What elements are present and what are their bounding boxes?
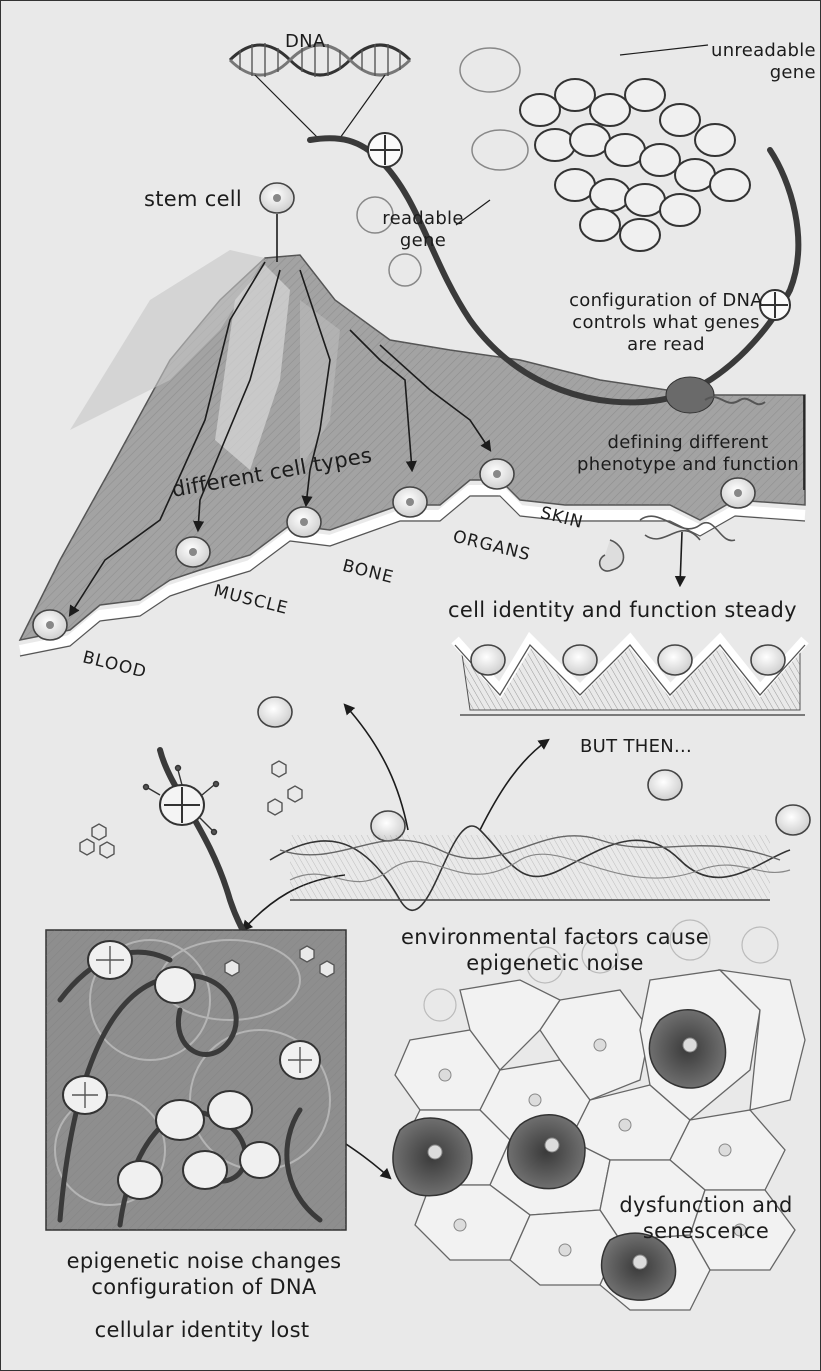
noise-changes-label: epigenetic noise changes configuration o… — [67, 1248, 342, 1300]
config-controls-label: configuration of DNA controls what genes… — [569, 290, 763, 356]
dysfunction-label: dysfunction and senescence — [619, 1192, 792, 1244]
steady-zigzag — [455, 640, 805, 715]
unreadable-gene-label: unreadable gene — [711, 40, 816, 84]
dna-helix — [230, 43, 410, 138]
defining-phenotype-label: defining different phenotype and functio… — [577, 432, 799, 476]
dna-fragments — [600, 516, 735, 585]
env-factors-label: environmental factors cause epigenetic n… — [401, 924, 709, 976]
but-then-label: BUT THEN... — [580, 736, 692, 757]
chromatin-box — [46, 930, 346, 1230]
identity-steady-label: cell identity and function steady — [448, 598, 797, 622]
cell-tissue — [393, 920, 805, 1310]
dna-label: DNA — [285, 31, 326, 52]
identity-lost-label: cellular identity lost — [95, 1318, 310, 1342]
noise-waves — [270, 826, 790, 910]
readable-gene-label: readable gene — [382, 208, 463, 252]
stem-cell-label: stem cell — [144, 187, 242, 211]
